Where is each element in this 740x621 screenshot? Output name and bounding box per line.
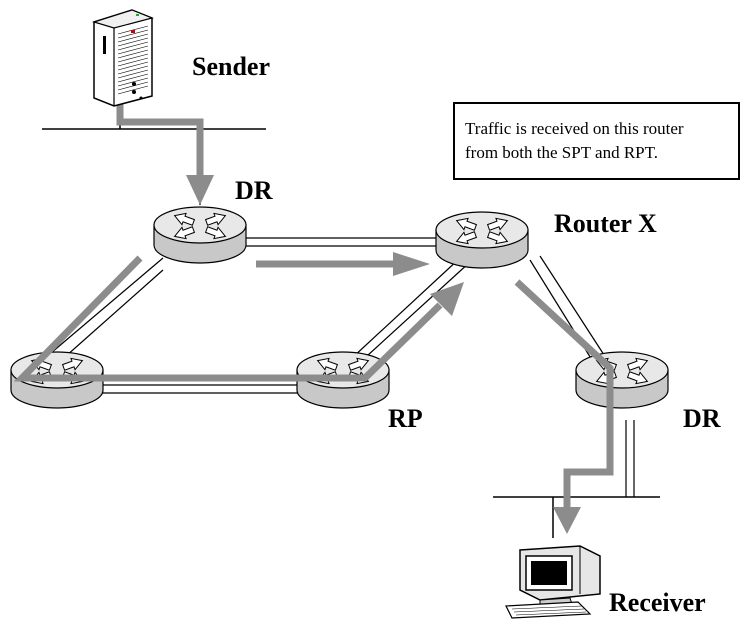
router-icon bbox=[575, 351, 669, 409]
router-icon bbox=[435, 211, 529, 269]
router-icon bbox=[153, 206, 247, 264]
note-line-1: Traffic is received on this router bbox=[465, 119, 684, 138]
server-icon bbox=[91, 9, 154, 107]
router-x-label: Router X bbox=[554, 209, 657, 238]
traffic-note: Traffic is received on this router from … bbox=[453, 102, 740, 180]
rp-label: RP bbox=[388, 404, 423, 433]
note-line-2: from both the SPT and RPT. bbox=[465, 143, 658, 162]
workstation-icon bbox=[505, 545, 601, 619]
arrow-heads bbox=[186, 175, 581, 534]
dr-right-label: DR bbox=[683, 404, 721, 433]
receiver-label: Receiver bbox=[609, 588, 706, 617]
dr-top-label: DR bbox=[235, 176, 273, 205]
flow-arrows bbox=[13, 96, 614, 510]
sender-label: Sender bbox=[192, 52, 270, 81]
